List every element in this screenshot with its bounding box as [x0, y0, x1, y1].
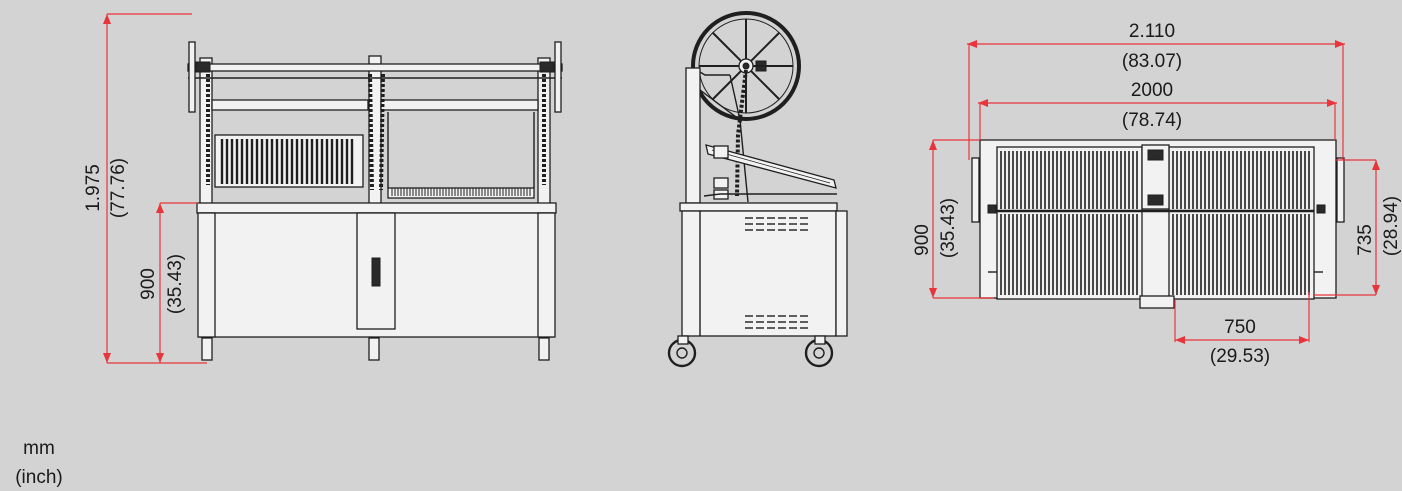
- top-grill-width-dimension: [1174, 292, 1310, 344]
- top-grill-width-inch-label: (29.53): [1210, 346, 1270, 367]
- front-height-dimension: [103, 13, 207, 364]
- top-overall-width-inch-label: (83.07): [1122, 51, 1182, 72]
- side-vent-slots: [745, 217, 808, 329]
- top-grill-width-mm-label: 750: [1224, 317, 1256, 338]
- top-overall-width-mm-label: 2.110: [1129, 21, 1175, 42]
- drawing-stroke: [750, 32, 780, 62]
- top-body-width-dimension: [978, 99, 1337, 140]
- top-body-width-mm-label: 2000: [1131, 80, 1173, 101]
- front-grill-bars: [220, 139, 354, 184]
- front-table-height-mm-label: 900: [138, 268, 159, 300]
- top-body-depth-dimension: [1314, 159, 1380, 296]
- front-table-height-inch-label: (35.43): [165, 254, 186, 314]
- top-body-depth-inch-label: (28.94): [1381, 196, 1402, 256]
- top-depth-inch-label: (35.43): [938, 198, 959, 258]
- top-body-depth-mm-label: 735: [1355, 224, 1376, 256]
- front-table-height-dimension: [156, 202, 198, 363]
- side-wheel-spokes: [699, 19, 793, 113]
- drawing-stroke: [712, 32, 742, 62]
- front-total-height-inch-label: (77.76): [108, 158, 129, 218]
- top-overall-width-dimension: [967, 40, 1345, 160]
- unit-legend-inch: (inch): [15, 467, 63, 488]
- front-total-height-mm-label: 1.975: [83, 164, 104, 212]
- front-grate-bars: [391, 188, 531, 196]
- top-depth-dimension: [929, 139, 994, 299]
- front-view-drawing: [187, 41, 563, 361]
- side-view-drawing: [667, 11, 848, 368]
- unit-legend-mm: mm: [23, 438, 55, 459]
- top-grill-bars: [1000, 151, 1310, 295]
- drawing-stroke: [750, 70, 780, 100]
- top-body-width-inch-label: (78.74): [1122, 110, 1182, 131]
- top-depth-mm-label: 900: [912, 224, 933, 256]
- drawing-stroke: [712, 70, 742, 100]
